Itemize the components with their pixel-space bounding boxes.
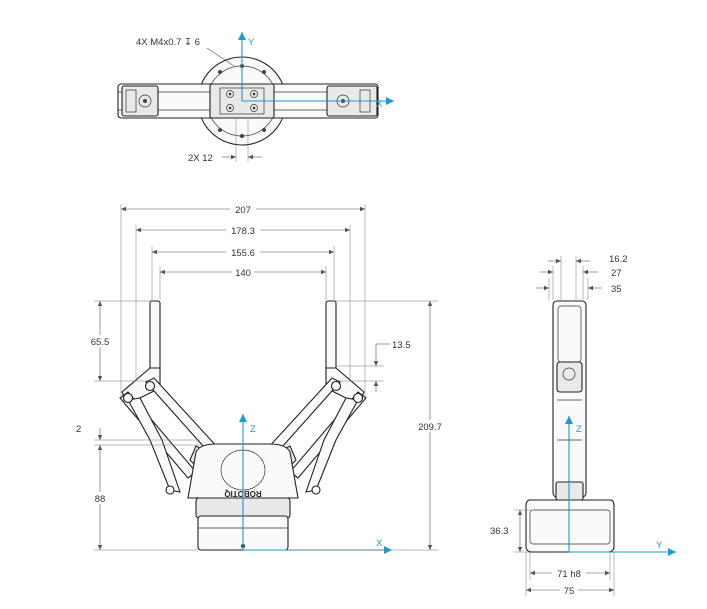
dim-75: 75 xyxy=(564,586,575,597)
right-arm-base xyxy=(305,397,359,493)
front-axis-x-label: X xyxy=(376,538,383,549)
top-left-finger xyxy=(121,85,159,117)
top-axis-x-label: X xyxy=(376,99,383,110)
dim-35: 35 xyxy=(611,284,622,295)
dim-36-3: 36.3 xyxy=(490,526,509,537)
side-joint-block xyxy=(556,361,583,393)
front-axis-z-label: Z xyxy=(250,424,256,435)
top-view: Y X 4X M4x0.7 ↧ 6 2X 12 xyxy=(117,32,394,164)
hole-callout: 4X M4x0.7 ↧ 6 xyxy=(136,37,200,48)
top-axis-y-label: Y xyxy=(248,37,255,48)
dim-209-7: 209.7 xyxy=(418,422,442,433)
top-m4-holes xyxy=(226,90,258,112)
dim-13-5: 13.5 xyxy=(392,340,411,351)
front-view: ROBOTIQ Z X 207 178.3 155.6 140 65.5 xyxy=(76,203,446,554)
dim-207: 207 xyxy=(235,205,251,216)
side-axis-z-label: Z xyxy=(576,424,582,435)
dim-140: 140 xyxy=(235,268,251,279)
dim-88: 88 xyxy=(95,494,106,505)
top-flange-holes xyxy=(218,64,266,138)
side-view: Z Y 16.2 27 35 36.3 71 h8 75 xyxy=(490,254,676,597)
dim-178-3: 178.3 xyxy=(231,226,255,237)
dim-65-5: 65.5 xyxy=(91,337,110,348)
dim-71-h8: 71 h8 xyxy=(557,569,581,580)
dim-2: 2 xyxy=(76,424,81,435)
dim-27: 27 xyxy=(611,268,622,279)
side-axis-y-label: Y xyxy=(656,540,663,551)
dim-16-2: 16.2 xyxy=(609,254,628,265)
dim-155-6: 155.6 xyxy=(231,248,255,259)
width-note: 2X 12 xyxy=(188,153,213,164)
